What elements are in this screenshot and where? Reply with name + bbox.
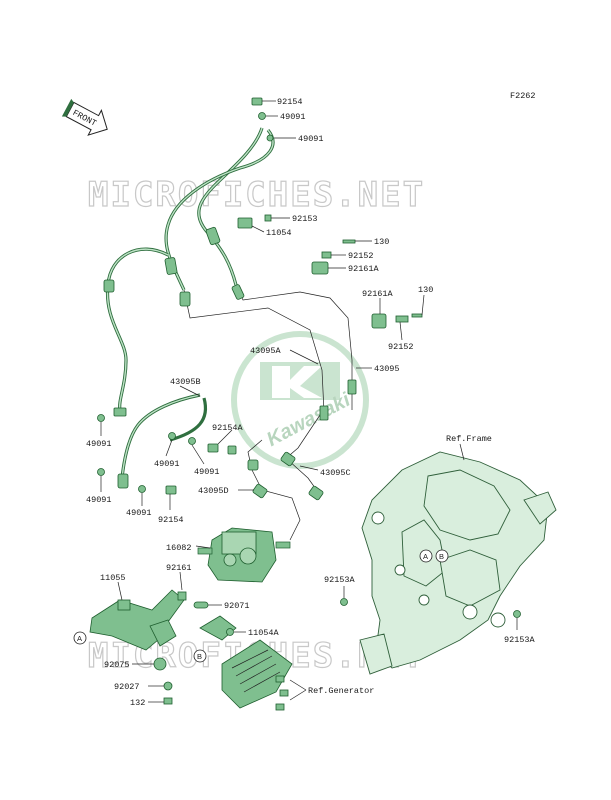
abs-mount-parts xyxy=(177,591,237,641)
part-label: 92075 xyxy=(104,660,130,670)
svg-text:B: B xyxy=(439,552,444,561)
part-label: 11054 xyxy=(266,228,292,238)
part-label: 49091 xyxy=(154,459,180,469)
part-label: 11055 xyxy=(100,573,126,583)
part-label: 92153A xyxy=(504,635,536,645)
part-label: 49091 xyxy=(86,439,112,449)
part-label: 92152 xyxy=(348,251,374,261)
diagram-id: F2262 xyxy=(510,91,536,101)
part-label: 11054A xyxy=(248,628,280,638)
part-label: 92161A xyxy=(362,289,394,299)
generator-unit xyxy=(221,639,293,711)
part-label: 92154 xyxy=(277,97,303,107)
front-arrow-icon: FRONT xyxy=(61,98,108,136)
connector-markers: A B A B xyxy=(73,549,449,663)
part-label: 49091 xyxy=(126,508,152,518)
part-label: 92071 xyxy=(224,601,250,611)
part-label: 49091 xyxy=(86,495,112,505)
ref-generator-label: Ref.Generator xyxy=(308,686,374,696)
part-label: 92154 xyxy=(158,515,184,525)
part-label: 130 xyxy=(418,285,433,295)
part-label: 92027 xyxy=(114,682,140,692)
part-label: 43095D xyxy=(198,486,229,496)
fittings xyxy=(97,97,423,501)
part-labels: 92154 49091 49091 92153 11054 130 92152 … xyxy=(86,97,536,708)
watermark-top: MICROFICHES.NET xyxy=(88,175,425,215)
svg-text:A: A xyxy=(423,552,428,561)
part-label: 49091 xyxy=(280,112,306,122)
leader-lines xyxy=(100,100,518,703)
part-label: 92161 xyxy=(166,563,192,573)
part-label: 92152 xyxy=(388,342,414,352)
part-label: 49091 xyxy=(194,467,220,477)
abs-unit xyxy=(197,527,291,583)
part-label: 130 xyxy=(374,237,389,247)
part-label: 43095 xyxy=(374,364,400,374)
part-label: 49091 xyxy=(298,134,324,144)
part-label: 16082 xyxy=(166,543,192,553)
part-label: 92154A xyxy=(212,423,244,433)
part-label: 43095A xyxy=(250,346,282,356)
part-label: 43095C xyxy=(320,468,351,478)
frame-assembly xyxy=(340,451,557,675)
bracket-11055 xyxy=(89,589,185,705)
brake-pipes xyxy=(105,127,353,541)
part-label: 92161A xyxy=(348,264,380,274)
svg-text:B: B xyxy=(197,652,202,661)
ref-frame-label: Ref.Frame xyxy=(446,434,492,444)
part-label: 92153 xyxy=(292,214,318,224)
part-label: 92153A xyxy=(324,575,356,585)
part-label: 43095B xyxy=(170,377,201,387)
svg-text:A: A xyxy=(77,634,82,643)
part-label: 132 xyxy=(130,698,145,708)
